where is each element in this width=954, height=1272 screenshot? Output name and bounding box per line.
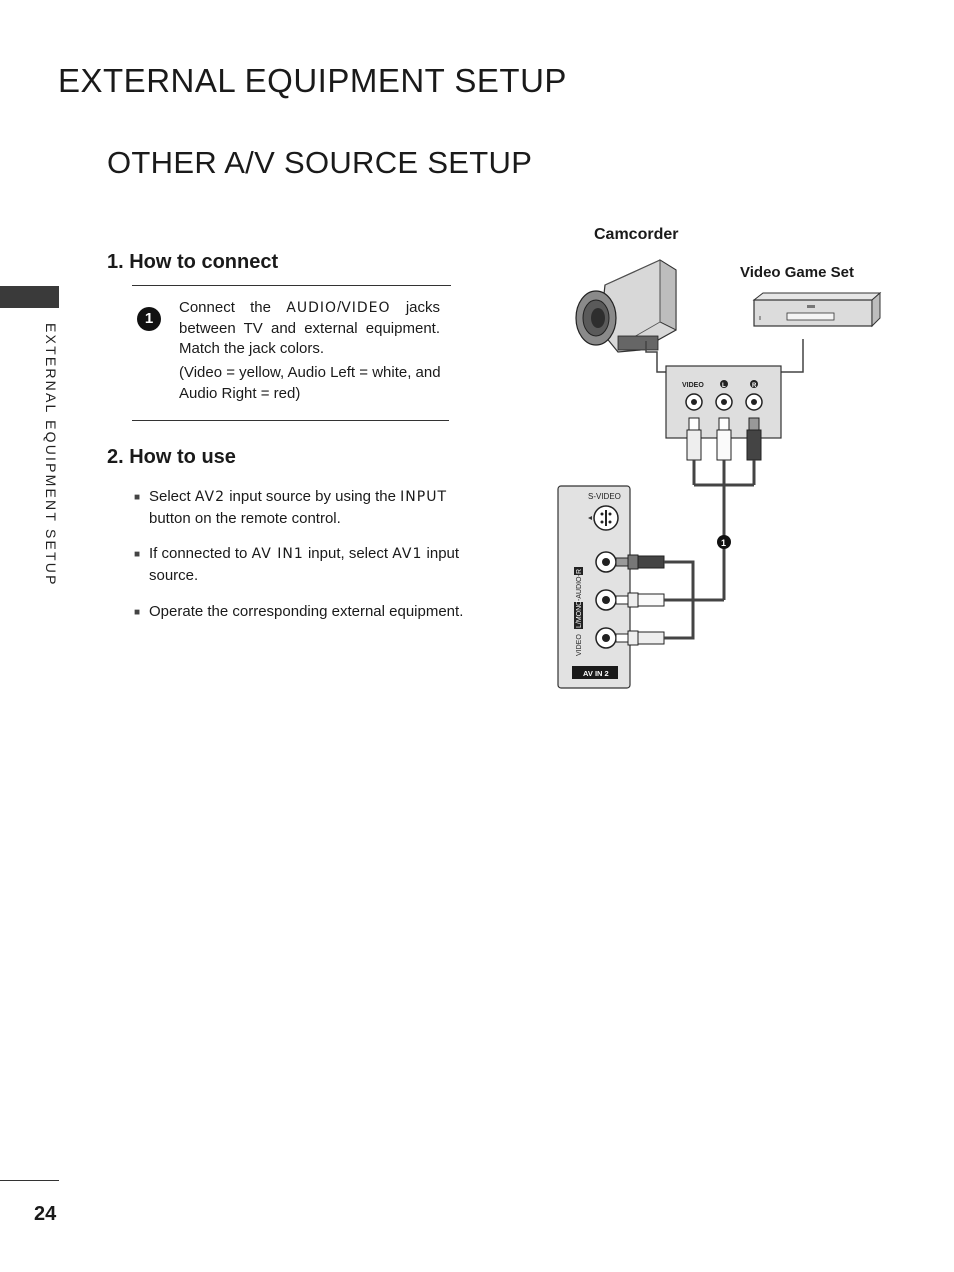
bullet1-av2: AV2 <box>194 489 226 505</box>
connect-instructions: Connect the AUDIO/VIDEO jacks between TV… <box>179 298 440 360</box>
bullet2-text-e: input source. <box>149 545 460 584</box>
vertical-audio-text: -AUDIO- <box>576 574 583 602</box>
top-rca-plugs <box>686 417 762 600</box>
tv-side-panel <box>557 485 631 689</box>
side-rca-plugs <box>615 554 724 646</box>
svideo-text: S-VIDEO <box>588 492 621 501</box>
callout-number: 1 <box>721 538 726 548</box>
divider-bottom <box>132 420 449 421</box>
jack-l-text: L <box>722 383 726 389</box>
bullet-connected-av-in1: ■ If connected to AV IN1 input, select A… <box>134 543 474 586</box>
bullet1-text-a: Select <box>149 488 191 505</box>
section-title: OTHER A/V SOURCE SETUP <box>107 145 533 180</box>
callout-badge <box>717 535 731 549</box>
avin-text: AV IN 2 <box>583 669 609 678</box>
bullet-operate-equipment: ■ Operate the corresponding external equ… <box>134 601 474 622</box>
bullet-square-icon: ■ <box>134 549 141 560</box>
jack-separator: / <box>337 299 342 316</box>
bullet1-text-e: button on the remote control. <box>149 510 341 527</box>
footer-divider <box>0 1180 59 1181</box>
bullet2-text-a: If connected to <box>149 545 248 562</box>
bullet2-text-c: input, select <box>307 545 389 562</box>
jack-r-text: R <box>752 383 757 389</box>
bullet-select-av2: ■ Select AV2 input source by using the I… <box>134 486 474 529</box>
bullet2-av1: AV1 <box>392 546 423 562</box>
jack-video-label: VIDEO <box>341 300 391 316</box>
bullet1-text-c: input source by using the <box>229 488 396 505</box>
bullet3-text: Operate the corresponding external equip… <box>149 603 464 620</box>
step-number-badge: 1 <box>137 307 161 331</box>
bullet2-avin1: AV IN1 <box>251 546 304 562</box>
vertical-mono-text: L/MONO <box>576 600 583 628</box>
jack-audio-label: AUDIO <box>286 300 338 316</box>
video-game-label: Video Game Set <box>740 264 854 281</box>
jack-video-text: VIDEO <box>682 382 704 389</box>
camcorder-icon <box>575 259 677 353</box>
video-game-set-icon <box>752 291 882 328</box>
how-to-connect-heading: 1. How to connect <box>107 251 279 273</box>
camcorder-label: Camcorder <box>594 226 679 243</box>
connect-text-prefix: Connect the <box>179 299 271 316</box>
bullet-square-icon: ■ <box>134 607 141 618</box>
bullet1-input: INPUT <box>400 489 448 505</box>
connection-diagram: VIDEO L R 1 S-VIDEO AV IN 2 V <box>557 259 882 689</box>
page-number: 24 <box>34 1203 57 1225</box>
side-tab-marker <box>0 286 59 308</box>
vertical-r-text: R <box>576 569 583 574</box>
divider-top <box>132 285 451 286</box>
vertical-video-text: VIDEO <box>576 634 583 656</box>
page-title: EXTERNAL EQUIPMENT SETUP <box>58 62 567 99</box>
bullet-square-icon: ■ <box>134 492 141 503</box>
how-to-use-heading: 2. How to use <box>107 446 236 468</box>
connect-text-suffix: jacks between TV and external equipment.… <box>179 299 440 357</box>
color-note: (Video = yellow, Audio Left = white, and… <box>179 364 441 402</box>
panel-vertical-label: VIDEO L/MONO -AUDIO- R <box>574 567 583 656</box>
side-tab-text: EXTERNAL EQUIPMENT SETUP <box>43 323 59 587</box>
